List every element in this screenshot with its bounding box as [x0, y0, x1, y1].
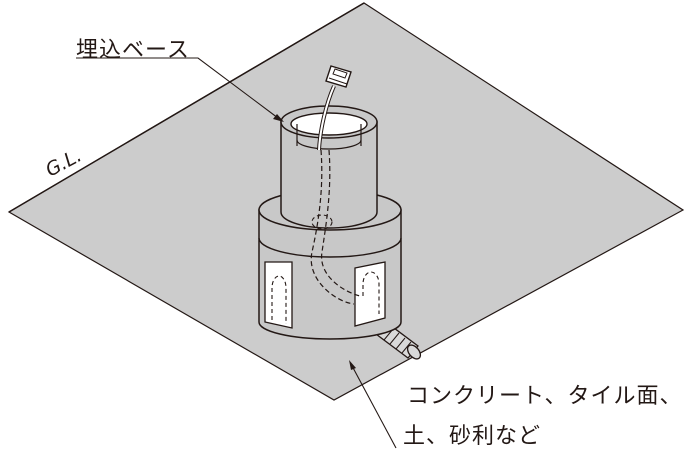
connector-icon — [325, 65, 352, 88]
cable — [310, 85, 361, 305]
leader-line-base — [76, 57, 279, 119]
base-upper-column — [280, 105, 378, 230]
leader-arrow-surface — [349, 360, 356, 370]
surface-label-line2: 土、砂利など — [403, 424, 542, 449]
leader-arrow-base — [273, 114, 284, 122]
base-label: 埋込ベース — [76, 38, 190, 63]
gl-line — [8, 2, 365, 213]
leader-line-surface — [350, 363, 397, 449]
surface-label-line1: コンクリート、タイル面、 — [407, 384, 683, 409]
